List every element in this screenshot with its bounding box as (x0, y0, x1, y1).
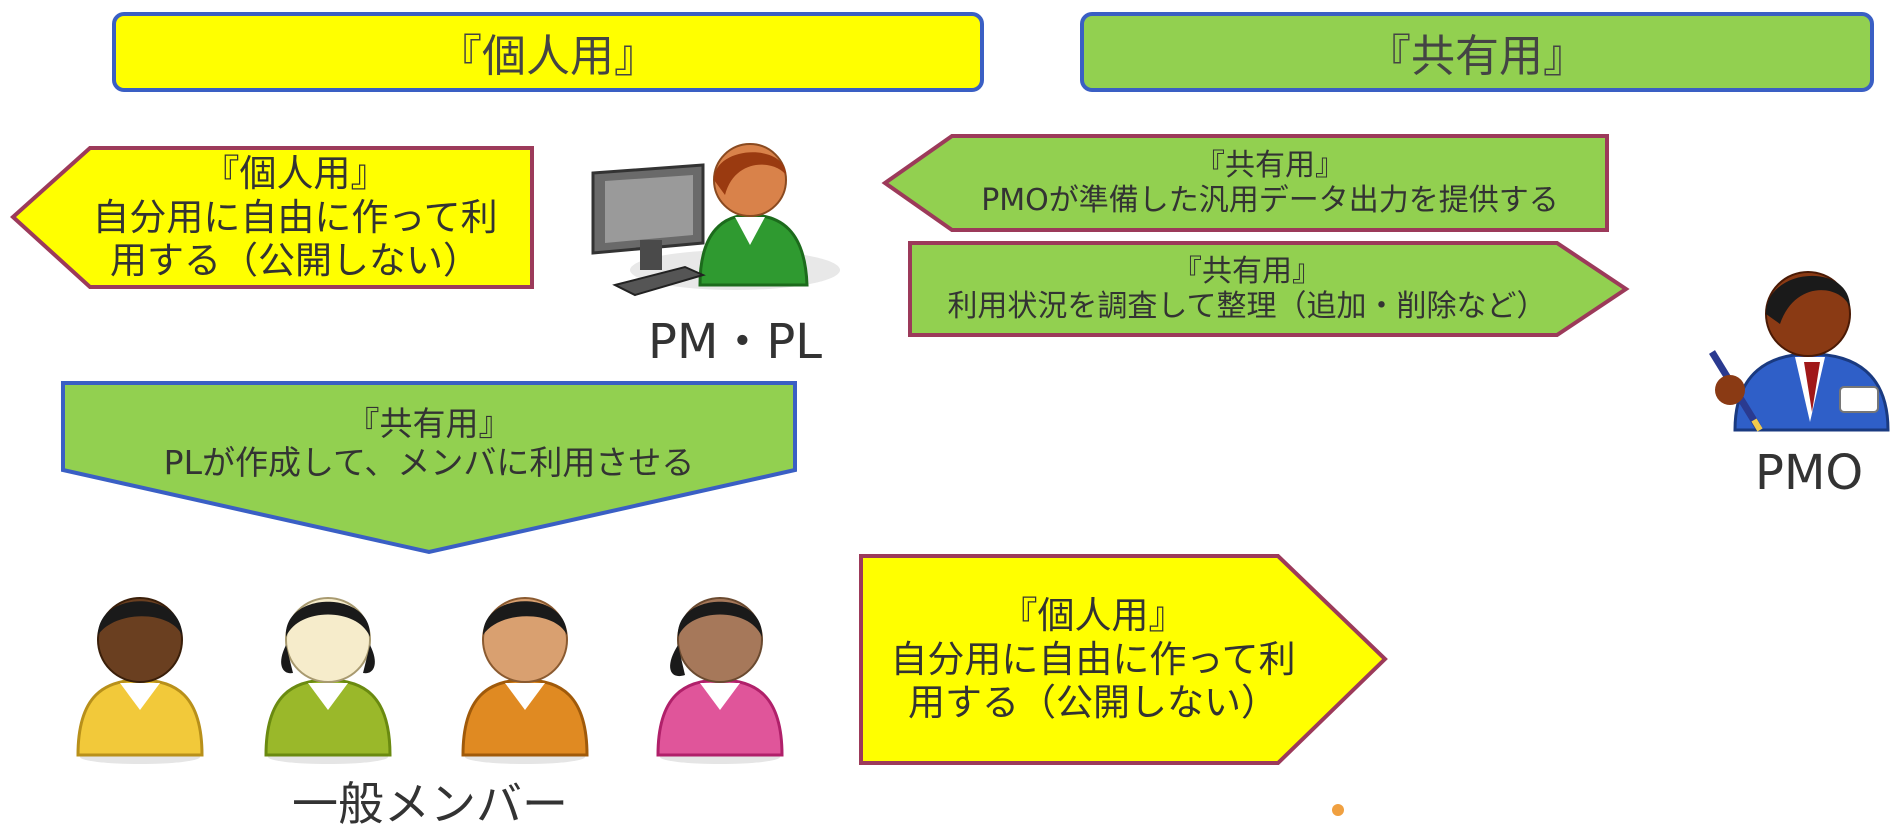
arrow-member-personal-text: 『個人用』 自分用に自由に作って利 用する（公開しない） (890, 594, 1296, 725)
arrow-member-personal (859, 554, 1388, 765)
pm-pl-label: PM・PL (648, 314, 823, 370)
arrow-pl-create (61, 381, 797, 555)
decorative-mark-icon (1332, 804, 1344, 816)
pmo-avatar-icon (1709, 271, 1890, 432)
arrow-pmo-provide-text: 『共有用』 PMOが準備した汎用データ出力を提供する (981, 147, 1559, 218)
header-shared: 『共有用』 (1080, 12, 1874, 92)
pmo-label: PMO (1755, 445, 1864, 501)
header-personal: 『個人用』 (112, 12, 984, 92)
arrow-pmo-manage-text: 『共有用』 利用状況を調査して整理（追加・削除など） (947, 253, 1547, 324)
arrow-pmo-manage (908, 241, 1630, 337)
arrow-personal-left-text: 『個人用』 自分用に自由に作って利 用する（公開しない） (92, 152, 498, 283)
arrow-pmo-provide (881, 134, 1609, 232)
members-label: 一般メンバー (292, 777, 568, 831)
header-personal-label: 『個人用』 (438, 31, 658, 82)
pm-pl-avatar-icon (591, 143, 840, 297)
arrow-pl-create-text: 『共有用』 PLが作成して、メンバに利用させる (163, 404, 695, 482)
member-avatar-icon (76, 597, 204, 764)
arrow-personal-left (10, 146, 534, 289)
header-shared-label: 『共有用』 (1367, 31, 1587, 82)
member-avatar-icon (461, 597, 589, 764)
member-avatar-icon (264, 597, 392, 764)
member-avatar-icon (656, 597, 784, 764)
